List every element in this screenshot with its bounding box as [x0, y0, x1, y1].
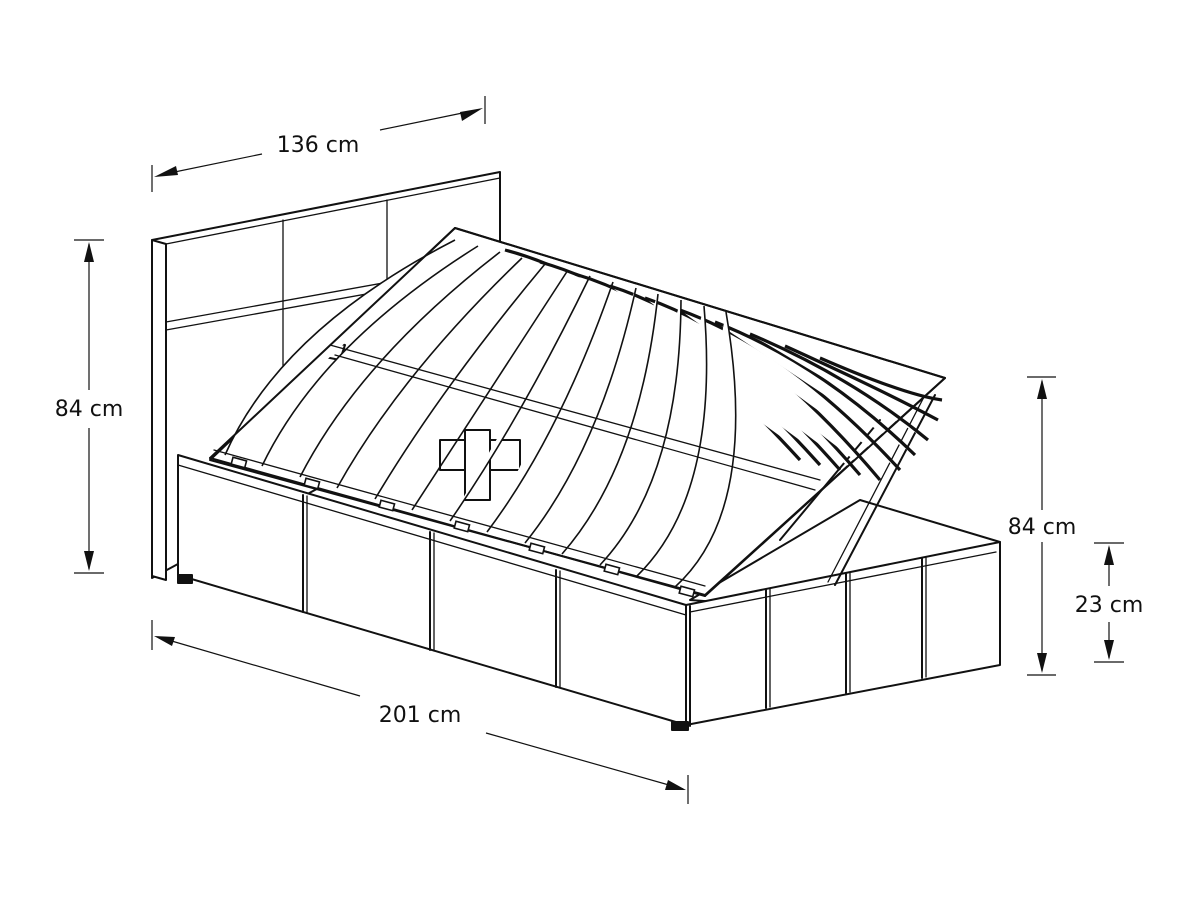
- label-136-cm: 136 cm: [277, 133, 360, 158]
- dimension-width: 136 cm: [151, 96, 486, 192]
- dimension-length: 201 cm: [151, 620, 689, 804]
- label-23-cm: 23 cm: [1075, 593, 1144, 618]
- label-84-cm-right: 84 cm: [1008, 515, 1077, 540]
- dimension-height-right: 84 cm: [1008, 376, 1077, 676]
- storage-base: [177, 454, 1001, 731]
- label-84-cm-left: 84 cm: [55, 397, 124, 422]
- slatted-platform: [209, 227, 946, 598]
- dimension-base-height: 23 cm: [1075, 542, 1144, 663]
- dimension-height-left: 84 cm: [55, 239, 124, 574]
- label-201-cm: 201 cm: [379, 703, 462, 728]
